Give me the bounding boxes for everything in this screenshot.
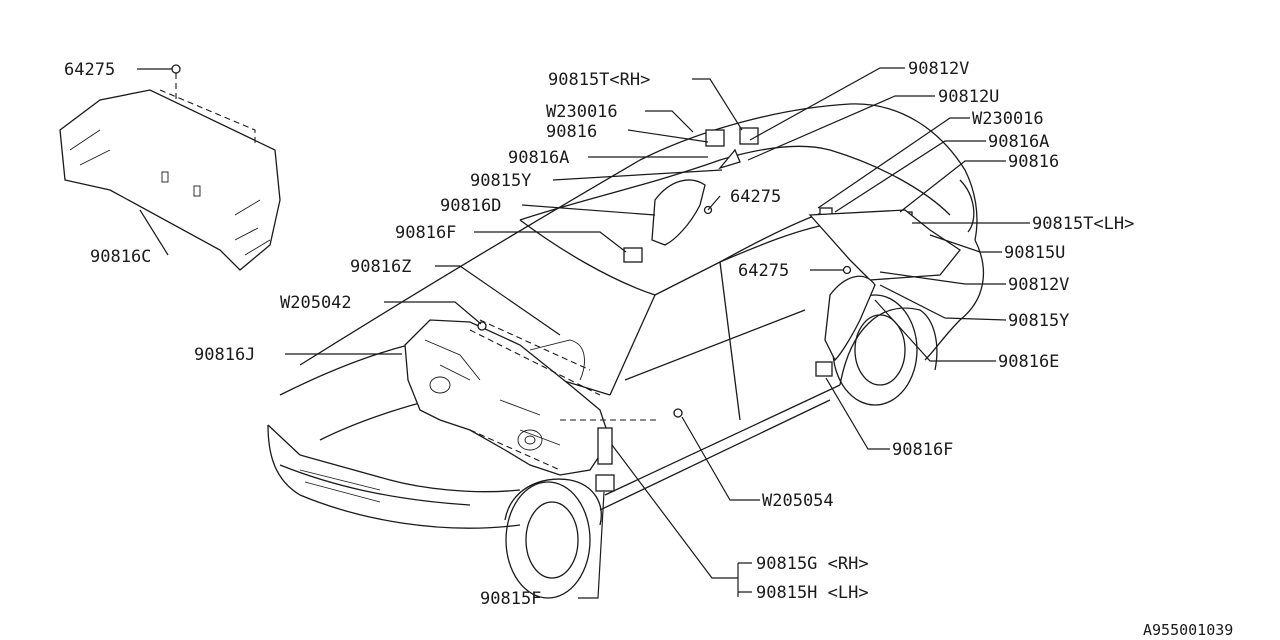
callout-90816f-b: 90816F: [892, 440, 953, 460]
clips: [171, 64, 913, 492]
callout-labels: 64275 90816C 90815T<RH> W230016 90816 90…: [64, 59, 1233, 639]
trunk-trim-part: [59, 73, 281, 271]
car-body-outline: [267, 103, 985, 599]
callout-90812u: 90812U: [938, 87, 999, 107]
callout-w230016-b: W230016: [972, 109, 1044, 129]
diagram-code: A955001039: [1143, 621, 1233, 639]
callout-90816d: 90816D: [440, 196, 501, 216]
callout-90816z: 90816Z: [350, 257, 411, 277]
callout-64275-b: 64275: [730, 187, 781, 207]
callout-90816-a: 90816: [546, 122, 597, 142]
callout-90816a-a: 90816A: [508, 148, 569, 168]
callout-90812v-a: 90812V: [908, 59, 969, 79]
callout-90816c: 90816C: [90, 247, 151, 267]
callout-w230016-a: W230016: [546, 102, 618, 122]
callout-90815f: 90815F: [480, 589, 541, 609]
callout-90816a-b: 90816A: [988, 132, 1049, 152]
callout-64275-c: 64275: [738, 261, 789, 281]
quarter-trim-part: [824, 275, 876, 362]
rear-shelf-part: [808, 209, 961, 281]
callout-w205042: W205042: [280, 293, 352, 313]
callout-90815t-lh: 90815T<LH>: [1032, 214, 1134, 234]
callout-90815y-a: 90815Y: [470, 171, 531, 191]
callout-90816e: 90816E: [998, 352, 1059, 372]
callout-90815u: 90815U: [1004, 243, 1065, 263]
callout-w205054: W205054: [762, 491, 834, 511]
callout-90816f-a: 90816F: [395, 223, 456, 243]
leader-lines: [137, 67, 1030, 599]
callout-90815g-rh: 90815G <RH>: [756, 554, 869, 574]
callout-90815t-rh: 90815T<RH>: [548, 70, 650, 90]
callout-90816j: 90816J: [194, 345, 255, 365]
callout-90815y-b: 90815Y: [1008, 311, 1069, 331]
pillar-trim-part: [651, 179, 706, 246]
dash-insulator-part: [404, 319, 660, 476]
callout-90815h-lh: 90815H <LH>: [756, 583, 869, 603]
callout-90816-b: 90816: [1008, 152, 1059, 172]
callout-64275-a: 64275: [64, 60, 115, 80]
callout-90812v-b: 90812V: [1008, 275, 1069, 295]
